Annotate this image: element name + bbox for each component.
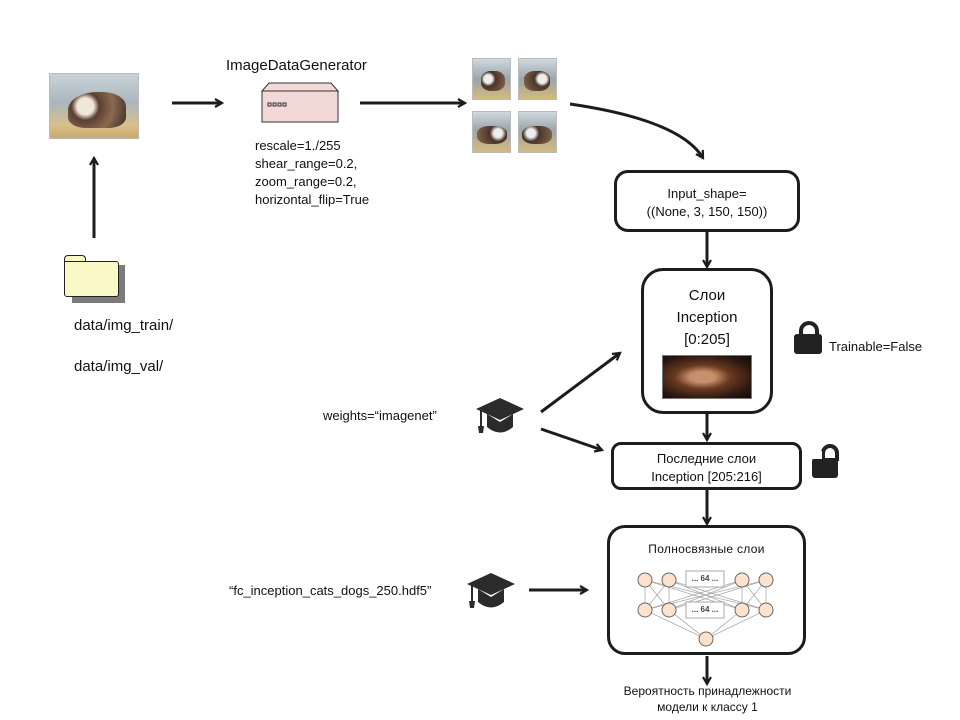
- inception-last-line2: Inception [205:216]: [651, 469, 762, 484]
- augmented-image-4: [518, 111, 557, 153]
- input-shape-value: ((None, 3, 150, 150)): [646, 204, 768, 219]
- inception-frozen-node: Слои Inception [0:205]: [641, 268, 773, 414]
- param-flip: horizontal_flip=True: [255, 192, 370, 207]
- dense-network-graph: [637, 570, 774, 647]
- param-shear: shear_range=0.2,: [255, 156, 358, 171]
- arrow-imagenet-to-inception: [540, 353, 620, 414]
- generator-title: ImageDataGenerator: [226, 57, 367, 74]
- param-zoom: zoom_range=0.2,: [255, 174, 357, 189]
- augmented-image-2: [518, 58, 557, 100]
- graduation-cap-icon: [466, 571, 516, 611]
- output-label: Вероятность принадлежности модели к клас…: [600, 683, 815, 715]
- source-cat-image: [49, 73, 139, 139]
- folder-path-val: data/img_val/: [74, 358, 164, 375]
- neuron: [734, 572, 750, 588]
- neuron: [637, 602, 653, 618]
- folder-path-train: data/img_train/: [74, 317, 174, 334]
- graduation-cap-icon: [475, 396, 525, 436]
- augmented-image-3: [472, 111, 511, 153]
- dense-hidden-box-2: ... 64 ...: [691, 605, 719, 614]
- folder-icon: [64, 255, 125, 305]
- inception-thumbnail: [662, 355, 752, 399]
- arrow-imagenet-to-last: [540, 427, 602, 450]
- weights-imagenet-label: weights=“imagenet”: [323, 408, 437, 423]
- dense-layers-title: Полносвязные слои: [648, 542, 765, 556]
- neuron: [661, 572, 677, 588]
- input-shape-label: Input_shape=: [667, 186, 747, 201]
- output-line2: модели к классу 1: [657, 700, 758, 714]
- trainable-false-label: Trainable=False: [829, 339, 923, 354]
- param-rescale: rescale=1./255: [255, 138, 341, 153]
- neuron: [734, 602, 750, 618]
- weights-fc-label: “fc_inception_cats_dogs_250.hdf5”: [229, 583, 432, 598]
- neuron: [637, 572, 653, 588]
- inception-frozen-line3: [0:205]: [684, 331, 730, 348]
- output-line1: Вероятность принадлежности: [623, 684, 792, 698]
- dense-hidden-box-1: ... 64 ...: [691, 574, 719, 583]
- inception-frozen-line2: Inception: [676, 309, 738, 326]
- neuron: [758, 602, 774, 618]
- inception-last-line1: Последние слои: [656, 451, 757, 466]
- inception-last-node: Последние слои Inception [205:216]: [611, 442, 802, 490]
- lock-closed-icon: [794, 321, 822, 355]
- lock-open-icon: [812, 444, 839, 478]
- generator-params: rescale=1./255 shear_range=0.2, zoom_ran…: [255, 137, 369, 209]
- dense-layers-node: Полносвязные слои ... 64 ... ... 64 ...: [607, 525, 806, 655]
- generator-icon: [261, 82, 340, 123]
- neuron: [661, 602, 677, 618]
- input-shape-node: Input_shape= ((None, 3, 150, 150)): [614, 170, 800, 232]
- augmented-image-1: [472, 58, 511, 100]
- arrow-augmented-to-input: [569, 102, 705, 158]
- output-neuron: [698, 631, 714, 647]
- neuron: [758, 572, 774, 588]
- inception-frozen-line1: Слои: [688, 287, 726, 304]
